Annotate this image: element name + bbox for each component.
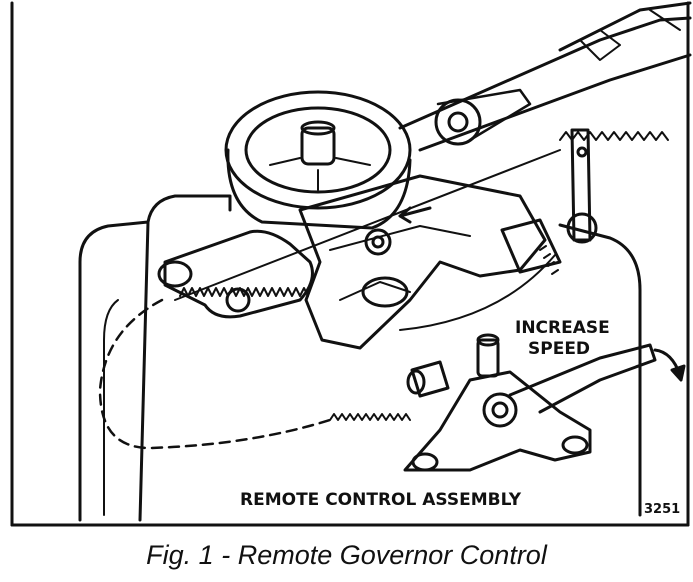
bracket-mount-hole-left (411, 452, 439, 472)
remote-control-lever (508, 343, 657, 414)
control-casing-dashed (98, 298, 332, 450)
housing-screw-left-inner (371, 235, 385, 249)
wire-spring-left (179, 287, 309, 297)
linkage-pivot-upper-inner (447, 111, 469, 133)
engine-deck-inner (103, 299, 119, 516)
remote-pivot-bolt (482, 392, 518, 428)
label-increase: INCREASE (515, 318, 610, 338)
cable-end-ferrule-tip (406, 369, 426, 395)
increase-speed-arrowhead (670, 364, 686, 382)
remote-cable-post-top (476, 333, 500, 347)
governor-housing (298, 174, 547, 350)
housing-port (361, 276, 409, 308)
housing-screw-left (364, 228, 392, 256)
figure-caption: Fig. 1 - Remote Governor Control (146, 540, 547, 570)
adjustment-screw-threads (539, 245, 559, 275)
bowl-ribs (269, 157, 371, 191)
bowl-center-post (300, 126, 336, 166)
control-wire-upper (174, 149, 561, 301)
governor-arm-pivot (566, 212, 598, 244)
upper-linkage-rail (398, 1, 692, 152)
upper-bracket (579, 9, 681, 61)
cable-spring-lower (329, 413, 411, 421)
cable-end-ferrule (410, 360, 450, 398)
intake-tube (163, 229, 314, 319)
control-wire-to-arm (399, 254, 556, 331)
engine-deck-outline (78, 194, 642, 522)
bowl-center-post-top (300, 120, 336, 136)
remote-cable-post (476, 338, 500, 378)
label-remote-control-assembly: REMOTE CONTROL ASSEMBLY (240, 490, 522, 510)
remote-control-bracket (403, 370, 592, 472)
carburetor-bowl-side (226, 148, 412, 230)
figure-number: 3251 (644, 502, 680, 517)
housing-ledge (329, 225, 471, 251)
governor-spring (559, 131, 669, 141)
label-speed: SPEED (528, 339, 590, 359)
housing-lower-face (339, 281, 411, 301)
carburetor-bowl-inner (244, 106, 392, 194)
throttle-lever (436, 88, 532, 142)
adjustment-screw-body (500, 218, 562, 274)
intake-boss (225, 287, 251, 313)
remote-pivot-bolt-inner (491, 401, 509, 419)
intake-tube-end (157, 260, 193, 288)
carburetor-bowl-rim (224, 90, 412, 210)
governor-arm-hole (576, 146, 588, 158)
bracket-mount-hole-right (561, 435, 589, 455)
governor-arm (570, 128, 592, 242)
